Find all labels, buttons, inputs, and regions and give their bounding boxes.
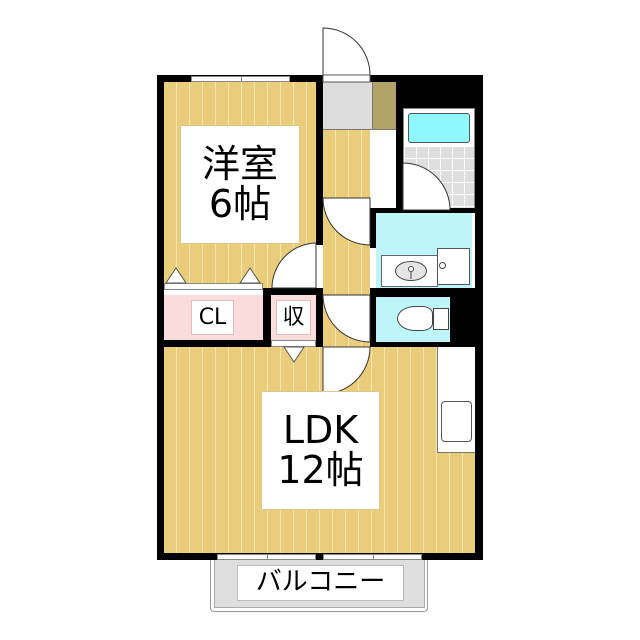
wall-storage-right bbox=[316, 288, 323, 347]
ldk-name: LDK bbox=[282, 407, 359, 452]
bedroom-name: 洋室 bbox=[201, 141, 278, 186]
bedroom-door-icon[interactable] bbox=[271, 242, 317, 289]
closet-label: CL bbox=[191, 300, 234, 335]
bathtub[interactable] bbox=[408, 113, 470, 143]
wall-toilet-right bbox=[450, 288, 483, 342]
ldk-door-icon[interactable] bbox=[322, 346, 371, 395]
ldk-size: 12帖 bbox=[277, 447, 364, 492]
closet-name: CL bbox=[198, 304, 227, 330]
storage-name: 収 bbox=[282, 304, 305, 330]
ldk-window-right bbox=[323, 554, 422, 560]
ldk-label: LDK 12帖 bbox=[261, 391, 380, 510]
washroom-door-icon[interactable] bbox=[322, 197, 371, 246]
wall-hall-toilet bbox=[370, 288, 376, 347]
bedroom-label: 洋室 6帖 bbox=[180, 125, 300, 244]
washer-drain-icon bbox=[439, 262, 446, 269]
outer-wall-left bbox=[157, 75, 164, 560]
closet-fold-icon bbox=[165, 267, 187, 284]
wall-closet-top bbox=[263, 288, 323, 295]
balcony-label: バルコニー bbox=[237, 565, 404, 601]
bath-door-icon[interactable] bbox=[402, 162, 451, 211]
storage-label: 収 bbox=[276, 300, 311, 335]
wall-closet-divider bbox=[263, 288, 271, 347]
closet-fold-icon bbox=[239, 267, 261, 284]
toilet-bowl-icon[interactable] bbox=[397, 306, 433, 331]
wall-ldk-top-left bbox=[157, 340, 271, 347]
ldk-window-left bbox=[217, 554, 316, 560]
entrance-area bbox=[323, 82, 373, 130]
bedroom-size: 6帖 bbox=[208, 181, 272, 226]
bedroom-window bbox=[191, 76, 290, 82]
outer-wall-bottom bbox=[157, 553, 483, 560]
wall-hall-wet bbox=[370, 208, 376, 248]
kitchen-sink-icon[interactable] bbox=[441, 401, 472, 442]
storage-fold-icon bbox=[283, 346, 305, 363]
wall-bedroom-hall bbox=[316, 75, 323, 245]
entrance-door-icon[interactable] bbox=[322, 27, 371, 83]
balcony-name: バルコニー bbox=[255, 567, 386, 598]
shoe-box bbox=[373, 82, 396, 130]
closet-door-strip[interactable] bbox=[164, 283, 263, 290]
wall-bath-left bbox=[396, 75, 403, 213]
wall-wash-toilet bbox=[370, 288, 483, 297]
wall-block-top-right bbox=[396, 75, 483, 108]
toilet-tank bbox=[433, 308, 449, 330]
toilet-door-icon[interactable] bbox=[322, 294, 371, 343]
wall-ldk-top-right bbox=[370, 342, 483, 347]
faucet-icon bbox=[408, 266, 414, 272]
